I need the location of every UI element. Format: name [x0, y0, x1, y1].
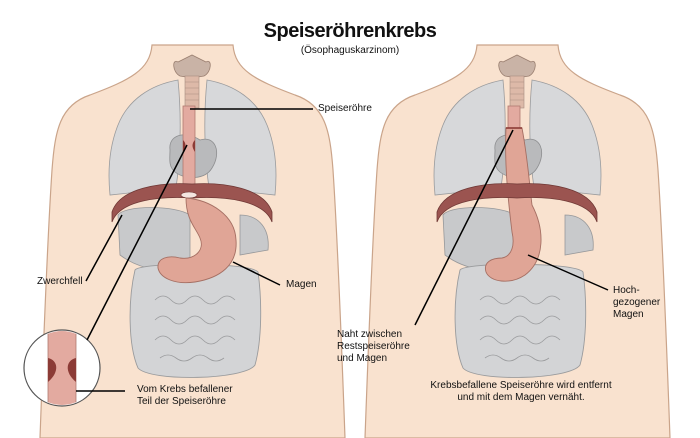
page-title: Speiseröhrenkrebs [263, 20, 437, 42]
right-diaphragm [436, 183, 598, 223]
right-intestine-coils [479, 295, 561, 362]
right-intestines [454, 263, 587, 378]
leader-naht [414, 129, 514, 326]
left-tumor [183, 140, 195, 152]
leader-zwerchfell [85, 214, 123, 282]
left-spleen [239, 214, 269, 256]
label-zwerchfell: Zwerchfell [37, 276, 83, 287]
right-thyroid [498, 54, 536, 79]
left-thyroid [173, 54, 211, 79]
right-pulled-up-stomach [484, 127, 542, 282]
left-esophagus [182, 105, 196, 197]
label-magen: Magen [286, 279, 317, 290]
left-diaphragm-hiatus [180, 191, 198, 199]
page-subtitle: (Ösophaguskarzinom) [300, 45, 400, 56]
right-remaining-esophagus [507, 105, 521, 129]
label-krebs-teil: Vom Krebs befallener Teil der Speiseröhr… [137, 384, 233, 407]
left-stomach [157, 197, 237, 284]
right-trachea [509, 75, 525, 109]
left-diaphragm [111, 183, 273, 223]
leader-hochgezogener-magen [527, 254, 609, 291]
caption-right: Krebsbefallene Speiseröhre wird entfernt… [430, 380, 612, 403]
detail-magnifier [23, 329, 101, 407]
leader-lines [76, 108, 609, 392]
leader-magen [232, 261, 281, 286]
leader-detail [86, 144, 188, 341]
left-trachea [184, 75, 200, 109]
right-torso [364, 44, 671, 438]
right-lung-left-side [529, 79, 602, 196]
label-hochgezogener-magen: Hoch- gezogener Magen [613, 285, 661, 320]
label-naht: Naht zwischen Restspeiseröhre und Magen [337, 329, 410, 364]
left-intestine-coils [154, 295, 236, 362]
right-spleen [564, 214, 594, 256]
label-speiseroehre: Speiseröhre [318, 103, 372, 114]
right-trachea-rings [510, 81, 524, 101]
detail-tumor [48, 358, 76, 382]
left-trachea-rings [185, 81, 199, 101]
